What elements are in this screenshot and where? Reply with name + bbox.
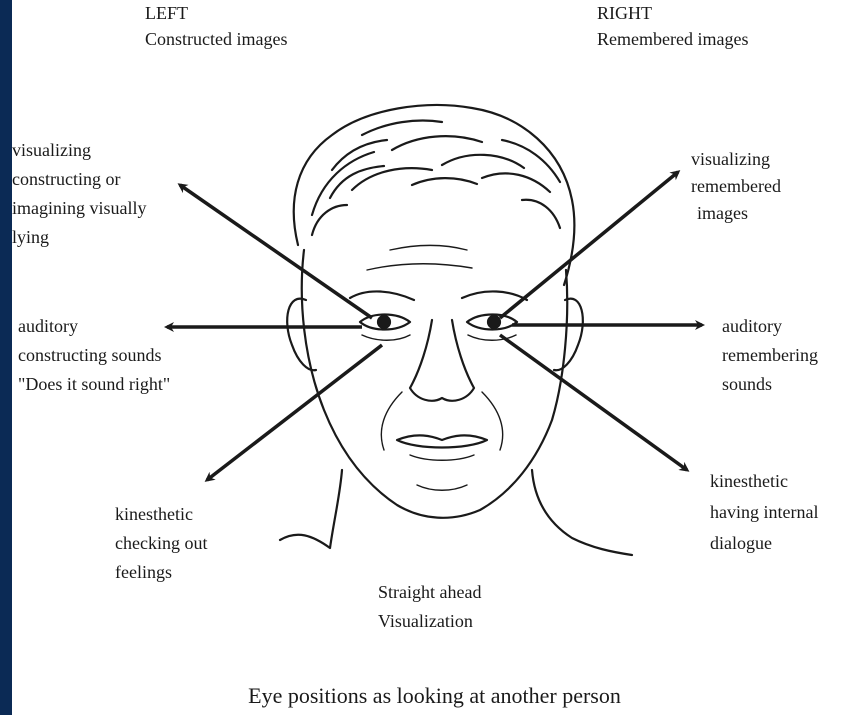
label-line: Visualization [378,607,481,636]
label-upper-right: visualizing remembered images [691,146,781,227]
figure-caption: Eye positions as looking at another pers… [12,683,857,709]
label-line: visualizing [12,136,147,165]
label-line: images [691,200,781,227]
label-line: visualizing [691,146,781,173]
label-line: lying [12,223,147,252]
header-right-subtitle: Remembered images [597,26,748,52]
left-iris [378,316,390,328]
label-line: checking out [115,529,207,558]
forehead-lines [367,246,472,271]
left-brow [350,291,414,300]
label-line: dialogue [710,528,818,559]
lower-lip [410,455,474,460]
mouth [397,435,487,447]
hair-outline [294,105,575,285]
label-mid-left: auditory constructing sounds "Does it so… [18,312,170,399]
label-center: Straight ahead Visualization [378,578,481,636]
label-line: sounds [722,370,818,399]
right-brow [462,291,527,300]
arrow-lower-left [207,345,382,480]
label-lower-right: kinesthetic having internal dialogue [710,466,818,559]
label-line: kinesthetic [115,500,207,529]
diagram-canvas: LEFT Constructed images RIGHT Remembered… [12,0,857,715]
arrow-lower-right [500,335,687,470]
label-mid-right: auditory remembering sounds [722,312,818,399]
header-left-subtitle: Constructed images [145,26,287,52]
label-line: imagining visually [12,194,147,223]
right-iris [488,316,500,328]
label-line: auditory [722,312,818,341]
label-line: auditory [18,312,170,341]
label-line: feelings [115,558,207,587]
arrow-upper-right [500,172,678,318]
header-left: LEFT Constructed images [145,0,287,52]
label-line: remembering [722,341,818,370]
label-line: constructing or [12,165,147,194]
label-line: "Does it sound right" [18,370,170,399]
header-left-side: LEFT [145,0,287,26]
label-line: having internal [710,497,818,528]
eye-bags [362,335,516,340]
hair-curls [312,121,560,235]
chin [417,485,467,490]
nose [410,320,474,401]
label-line: kinesthetic [710,466,818,497]
label-upper-left: visualizing constructing or imagining vi… [12,136,147,252]
header-right-side: RIGHT [597,0,748,26]
header-right: RIGHT Remembered images [597,0,748,52]
label-line: Straight ahead [378,578,481,607]
label-lower-left: kinesthetic checking out feelings [115,500,207,587]
label-line: remembered [691,173,781,200]
label-line: constructing sounds [18,341,170,370]
neck-shoulders [280,470,632,555]
right-ear [554,299,583,371]
